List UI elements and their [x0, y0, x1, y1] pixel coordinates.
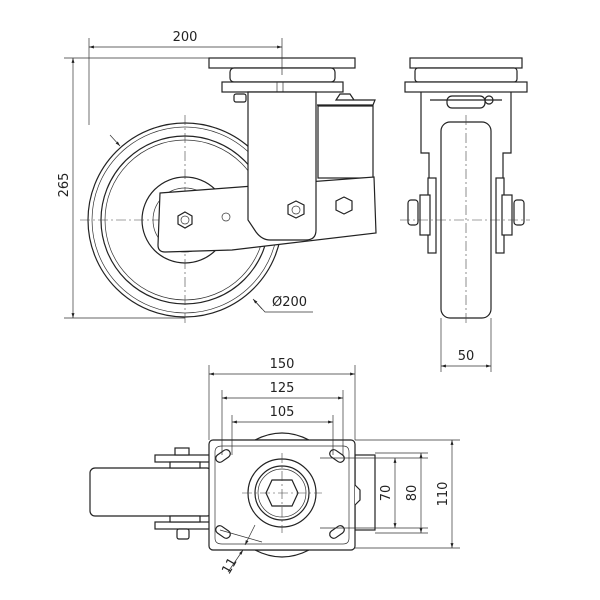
dim-width-200: 200 [173, 30, 198, 45]
mounting-slots [215, 449, 345, 539]
axle-nut [177, 211, 193, 229]
grease-nipple [233, 93, 247, 103]
dim-holes-105: 105 [270, 405, 295, 420]
axle-nut-left [407, 199, 419, 226]
dim-holes-70: 70 [379, 485, 394, 502]
wheel-top [89, 467, 213, 517]
pivot-nut [287, 200, 305, 219]
front-view: 50 [400, 57, 530, 372]
dim-slot-11: 11 [219, 555, 240, 577]
spring-housing [317, 105, 374, 179]
dim-holes-80: 80 [405, 485, 420, 502]
axle-nut-right [513, 199, 525, 226]
dim-height-265: 265 [57, 173, 72, 198]
dim-wheel-width-50: 50 [458, 349, 475, 364]
dim-wheel-diameter: Ø200 [272, 295, 307, 310]
dim-plate-width-110: 110 [436, 482, 451, 507]
top-view: 150 125 105 70 80 110 11 [89, 357, 460, 577]
dim-plate-length-150: 150 [270, 357, 295, 372]
side-view: 200 265 Ø200 [57, 30, 377, 325]
bolt-head [335, 196, 353, 215]
dim-holes-125: 125 [270, 381, 295, 396]
fork [247, 91, 317, 241]
